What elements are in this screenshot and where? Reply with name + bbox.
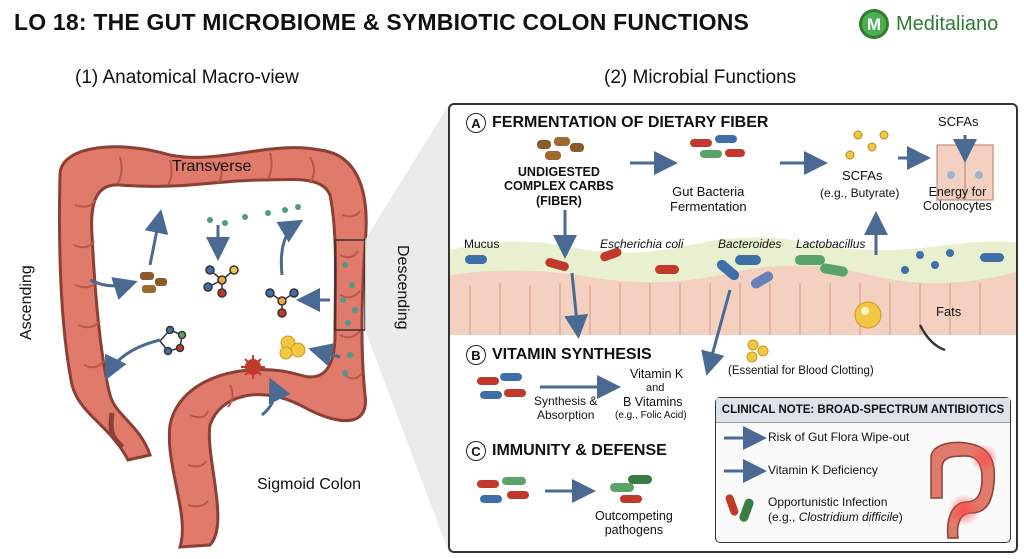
clinical-note-title: CLINICAL NOTE: BROAD-SPECTRUM ANTIBIOTIC… xyxy=(716,398,1010,423)
meditaliano-logo-icon: M xyxy=(859,9,889,39)
synthesis-label: Synthesis & Absorption xyxy=(534,394,598,422)
fiber-label: UNDIGESTED COMPLEX CARBS (FIBER) xyxy=(504,165,614,208)
page-title: LO 18: THE GUT MICROBIOME & SYMBIOTIC CO… xyxy=(14,9,750,35)
ecoli-label: Escherichia coli xyxy=(600,237,684,251)
section-b-bacteria-icon xyxy=(477,373,526,399)
fat-droplet-icon xyxy=(854,301,882,329)
colon-bacteria-dots xyxy=(207,204,358,376)
section-a-arrows xyxy=(553,135,977,376)
and-label: and xyxy=(646,382,665,394)
function-graphics xyxy=(477,130,994,503)
fiber-icon xyxy=(537,137,584,160)
label-transverse: Transverse xyxy=(172,158,252,175)
section-b-title: VITAMIN SYNTHESIS xyxy=(492,346,652,363)
brand-logo: M Meditaliano xyxy=(858,8,998,40)
badge-b: B xyxy=(466,345,486,365)
folic-acid-label: (e.g., Folic Acid) xyxy=(615,410,687,421)
fats-arrow xyxy=(918,324,946,352)
defender-bacteria-icon xyxy=(610,475,652,503)
infection-example-organism: Clostridium difficile xyxy=(798,510,899,524)
clotting-label: (Essential for Blood Clotting) xyxy=(728,365,874,377)
bacteroides-label: Bacteroides xyxy=(718,237,782,251)
label-ascending: Ascending xyxy=(18,265,35,340)
fat-droplets-icon xyxy=(279,335,306,360)
badge-c: C xyxy=(466,441,486,461)
infection-label: Opportunistic Infection xyxy=(768,495,888,509)
molecule-icon xyxy=(203,265,239,298)
zoom-cone xyxy=(365,103,450,555)
infection-example-suffix: ) xyxy=(898,510,903,524)
lactobacillus-label: Lactobacillus xyxy=(796,237,866,251)
label-sigmoid: Sigmoid Colon xyxy=(257,476,362,493)
gut-bacteria-icon xyxy=(690,135,745,158)
energy-label: Energy for Colonocytes xyxy=(923,185,992,214)
scfa-top-label: SCFAs xyxy=(938,114,979,129)
scfa-example: (e.g., Butyrate) xyxy=(820,186,900,200)
vitamin-k-droplets-icon xyxy=(746,339,769,363)
mini-colon-icon xyxy=(930,441,998,539)
clinical-graphics xyxy=(724,426,998,539)
section-a-title: FERMENTATION OF DIETARY FIBER xyxy=(492,114,769,131)
vitamin-k-label: Vitamin K xyxy=(630,367,684,381)
badge-a: A xyxy=(466,113,486,133)
section-c-title: IMMUNITY & DEFENSE xyxy=(492,442,667,459)
brand-mark: M xyxy=(867,15,881,34)
fats-label: Fats xyxy=(936,304,962,319)
b-vitamins-label: B Vitamins xyxy=(623,395,683,409)
infection-example-prefix: (e.g., xyxy=(768,510,799,524)
clinical-bacteria-icon xyxy=(725,494,754,522)
ring-molecule-icon xyxy=(159,325,187,356)
section-b-heading: B VITAMIN SYNTHESIS xyxy=(466,345,652,365)
mucus-label: Mucus xyxy=(464,237,500,251)
mucus-bacteria xyxy=(465,247,1004,289)
infection-example: (e.g., Clostridium difficile) xyxy=(768,510,903,524)
anatomical-heading: (1) Anatomical Macro-view xyxy=(75,67,299,88)
scfa-label: SCFAs xyxy=(842,168,883,183)
microbial-heading: (2) Microbial Functions xyxy=(604,67,797,88)
haustra xyxy=(73,152,363,508)
appendix xyxy=(108,412,125,449)
label-descending: Descending xyxy=(394,245,411,330)
molecule-icon-2 xyxy=(265,288,299,318)
pathogen-icon xyxy=(241,355,265,379)
section-c-heading: C IMMUNITY & DEFENSE xyxy=(466,441,667,461)
fermentation-label: Gut Bacteria Fermentation xyxy=(670,184,747,214)
microbial-functions-panel: A FERMENTATION OF DIETARY FIBER xyxy=(448,103,1018,553)
section-a-heading: A FERMENTATION OF DIETARY FIBER xyxy=(466,113,768,133)
flow-arrows xyxy=(89,209,341,417)
clinical-note-box: CLINICAL NOTE: BROAD-SPECTRUM ANTIBIOTIC… xyxy=(715,397,1011,543)
outcompete-label: Outcompeting pathogens xyxy=(595,509,673,538)
scfa-molecules-icon xyxy=(845,130,889,160)
risk-label: Risk of Gut Flora Wipe-out xyxy=(768,430,910,444)
clinical-arrows xyxy=(724,426,767,483)
vitamin-k-deficiency-label: Vitamin K Deficiency xyxy=(768,463,878,477)
brand-name: Meditaliano xyxy=(896,12,999,35)
fiber-chunks-icon xyxy=(140,272,167,293)
colon-illustration xyxy=(58,103,450,555)
section-c-bacteria-icon xyxy=(477,477,529,503)
